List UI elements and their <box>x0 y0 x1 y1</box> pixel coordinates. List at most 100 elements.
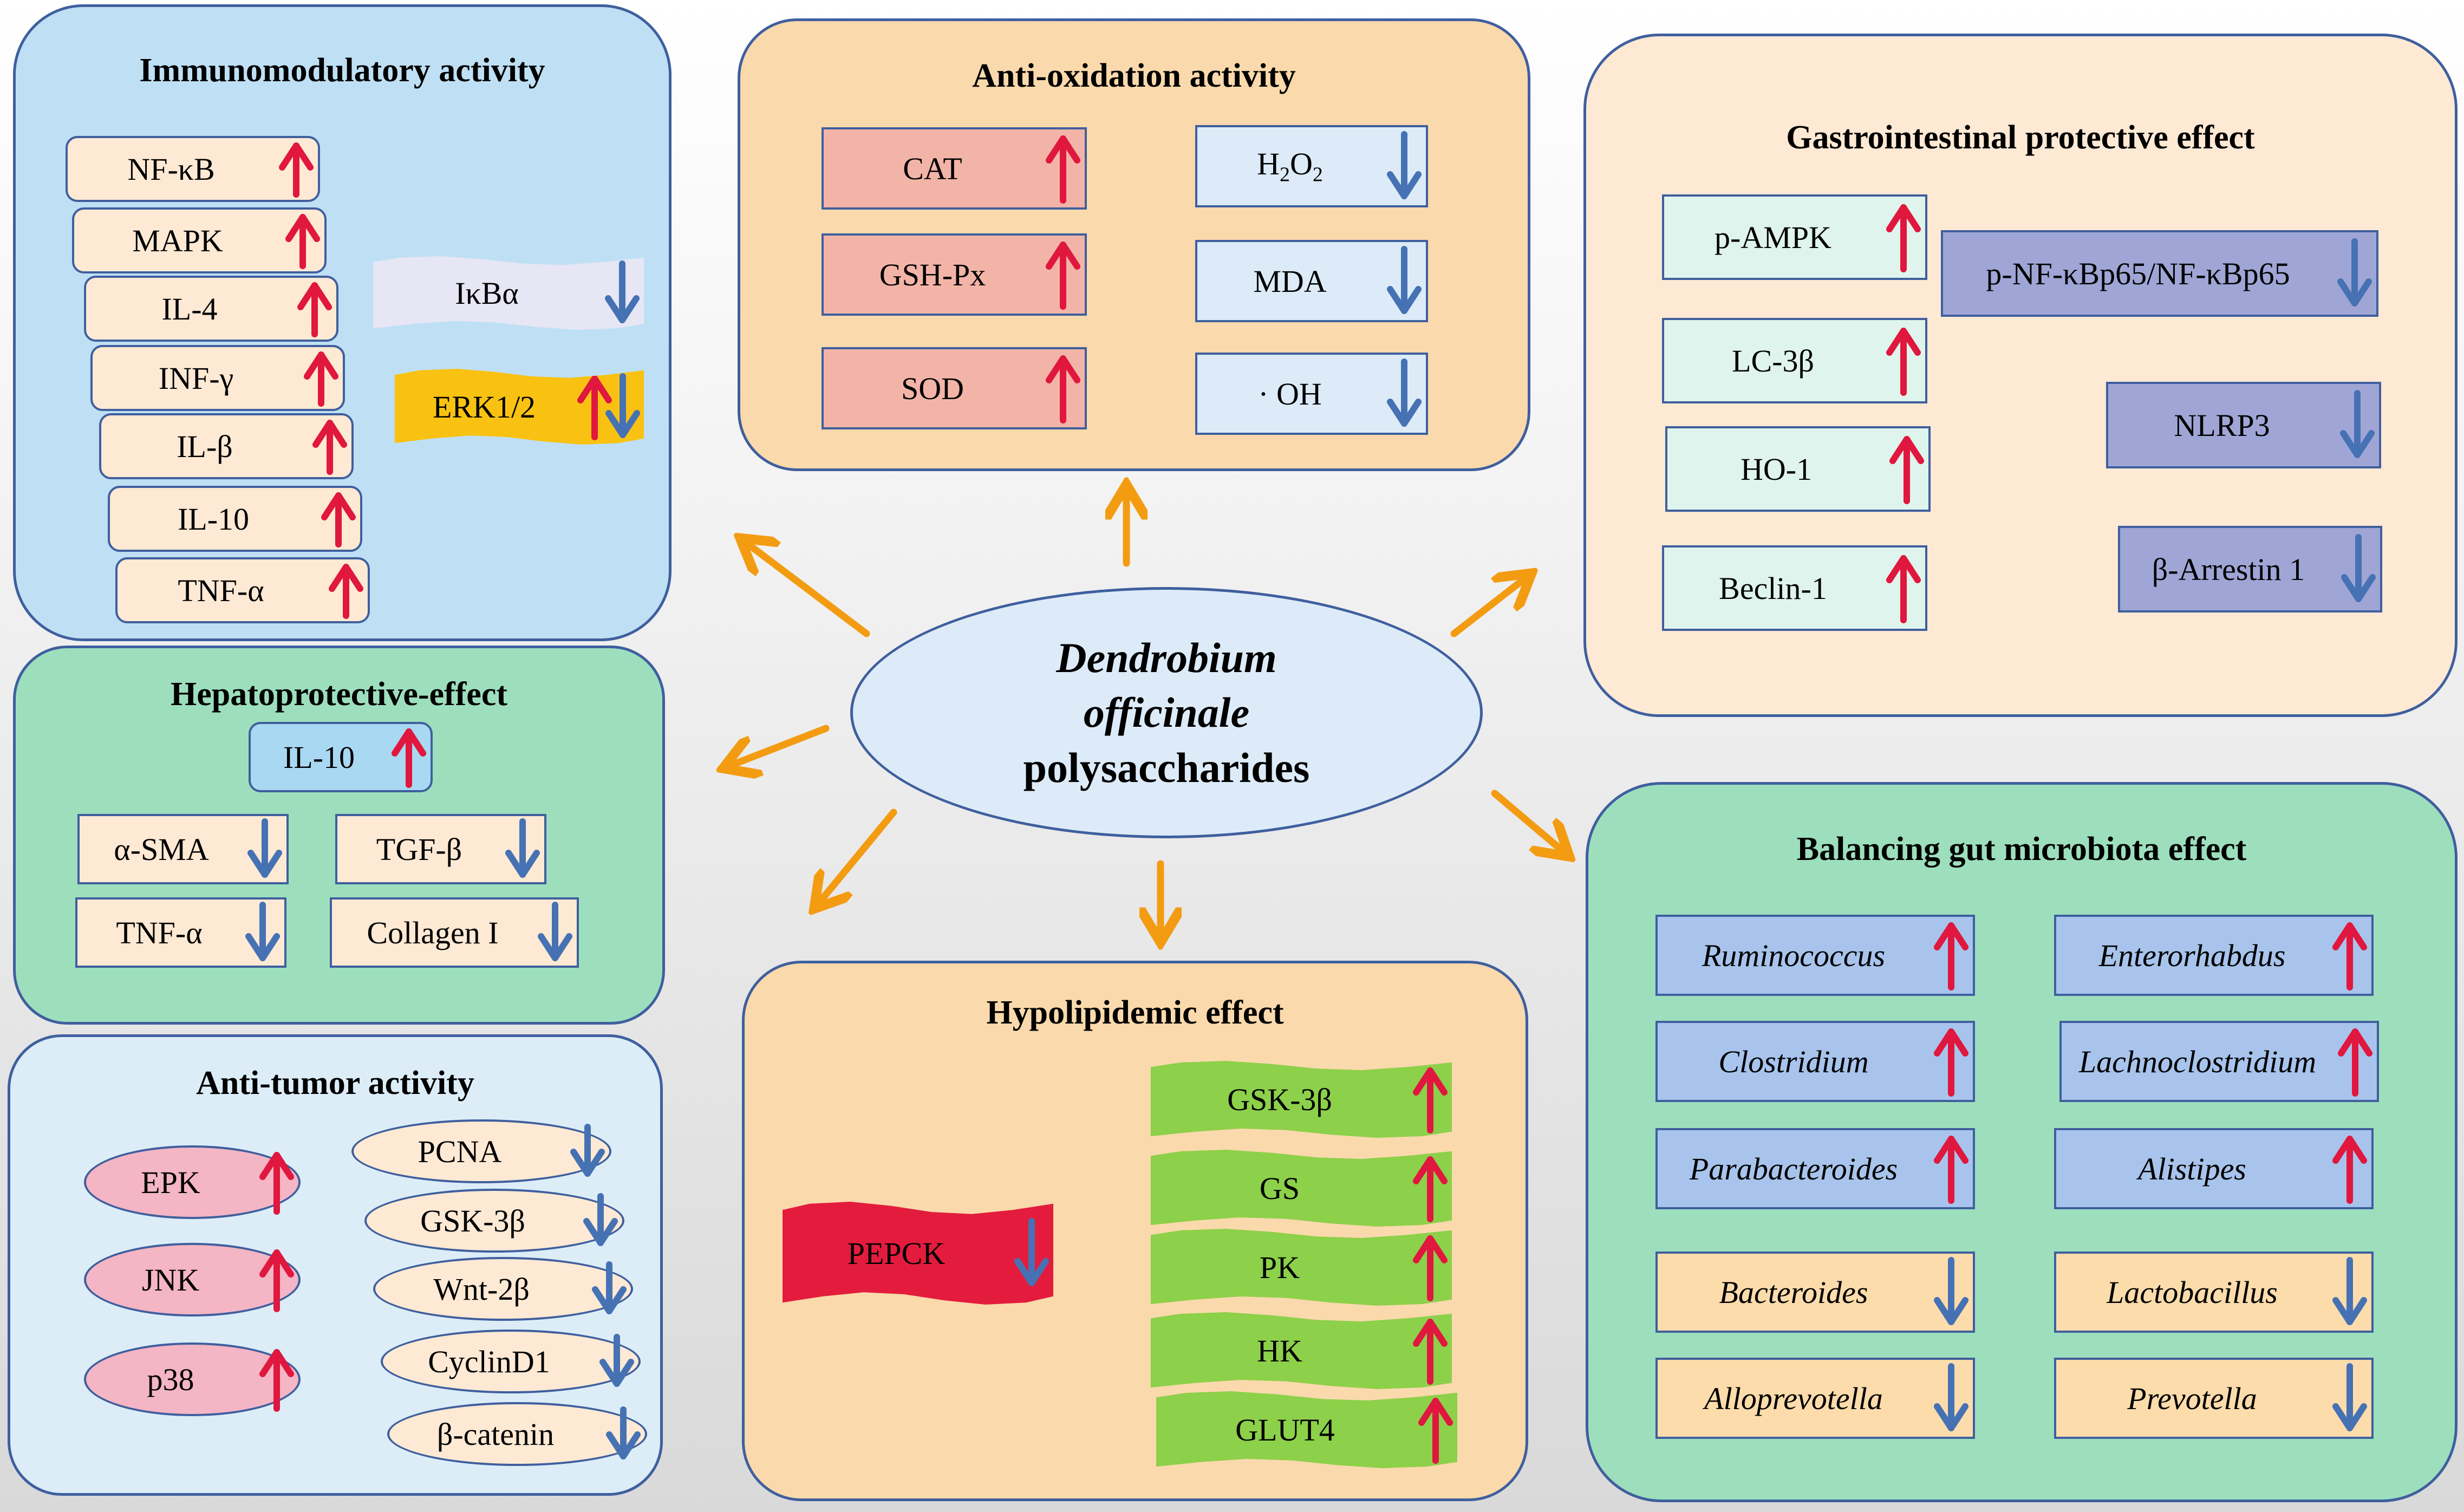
direction-indicator <box>1882 320 1925 401</box>
marker-oval-tumor: JNK <box>84 1243 301 1317</box>
marker-label: IL-10 <box>177 501 250 537</box>
down-arrow-icon <box>2332 1257 2367 1325</box>
down-arrow-icon <box>538 902 572 961</box>
direction-indicator <box>602 1404 645 1464</box>
direction-indicator <box>293 278 336 340</box>
marker-oval-tumor: PCNA <box>351 1119 611 1183</box>
up-arrow-icon <box>1413 1067 1448 1133</box>
direction-indicator <box>255 1345 298 1414</box>
up-arrow-icon <box>1046 242 1080 310</box>
down-arrow-icon <box>1387 359 1422 427</box>
up-arrow-icon <box>1418 1398 1453 1464</box>
marker-box-hypo: GLUT4 <box>1156 1391 1457 1468</box>
up-arrow-icon <box>1886 555 1921 623</box>
marker-box-hepato: α-SMA <box>77 814 289 884</box>
marker-label: IκBα <box>455 275 519 311</box>
up-arrow-icon <box>1413 1156 1448 1222</box>
marker-label: CyclinD1 <box>428 1344 550 1379</box>
dendrobium-polysaccharides-ellipse: Dendrobium officinale polysaccharides <box>850 587 1483 838</box>
down-arrow-icon <box>505 818 540 878</box>
direction-indicator <box>1383 242 1426 320</box>
marker-oval-tumor: Wnt-2β <box>373 1257 633 1321</box>
direction-indicator <box>299 347 343 409</box>
panel-title: Anti-tumor activity <box>196 1065 474 1102</box>
up-arrow-icon <box>2332 922 2367 990</box>
up-arrow-icon <box>329 564 363 619</box>
marker-oval-tumor: CyclinD1 <box>381 1329 641 1393</box>
direction-indicator <box>387 724 431 790</box>
marker-label: GS <box>1259 1170 1300 1206</box>
arrow-to-antitumor <box>818 809 897 904</box>
marker-label: GSH-Px <box>879 257 986 292</box>
marker-box-antiox: · OH <box>1195 353 1428 435</box>
marker-oval-tumor: GSK-3β <box>364 1189 624 1253</box>
marker-box-gut: Ruminococcus <box>1655 915 1975 996</box>
marker-label: HK <box>1257 1333 1302 1368</box>
direction-indicator <box>2328 917 2371 994</box>
up-arrow-icon <box>321 492 356 548</box>
direction-indicator <box>1882 548 1925 629</box>
direction-indicator <box>1930 1130 1973 1207</box>
marker-box-immuno: IL-10 <box>108 486 362 552</box>
marker-label: GLUT4 <box>1235 1412 1335 1448</box>
down-arrow-icon <box>2340 390 2375 458</box>
marker-label: PK <box>1259 1249 1300 1285</box>
up-arrow-icon <box>1413 1319 1448 1385</box>
up-arrow-icon <box>1934 1136 1968 1204</box>
direction-indicator <box>588 1259 631 1319</box>
up-arrow-icon <box>1934 1028 1968 1097</box>
direction-indicator <box>2333 1023 2377 1100</box>
panel-title: Balancing gut microbiota effect <box>1796 831 2247 868</box>
direction-indicator <box>1882 197 1925 278</box>
marker-box-hypo: GSK-3β <box>1151 1061 1452 1138</box>
panel-title: Hepatoprotective-effect <box>171 676 507 713</box>
direction-indicator <box>324 559 368 621</box>
marker-box-gut: Lactobacillus <box>2054 1252 2374 1333</box>
up-arrow-icon <box>1886 328 1921 396</box>
direction-indicator <box>595 1332 638 1391</box>
marker-label: p-AMPK <box>1715 219 1831 255</box>
direction-indicator <box>1930 917 1973 994</box>
direction-indicator <box>573 369 644 445</box>
down-arrow-icon <box>2341 534 2376 602</box>
marker-label: Collagen I <box>367 915 499 950</box>
up-down-arrow-icon <box>577 373 640 440</box>
marker-box-immuno: NF-κB <box>66 136 320 202</box>
marker-box-gut: Parabacteroides <box>1655 1128 1975 1209</box>
down-arrow-icon <box>605 260 640 323</box>
marker-box-gastro: p-NF-κBp65/NF-κBp65 <box>1941 230 2378 317</box>
marker-box-gut: Lachnoclostridium <box>2059 1021 2379 1102</box>
up-arrow-icon <box>1886 204 1921 272</box>
arrow-to-hepatoprotective <box>728 725 830 766</box>
direction-indicator <box>2333 232 2376 315</box>
marker-box-gastro: p-AMPK <box>1662 194 1927 280</box>
direction-indicator <box>1383 127 1426 205</box>
marker-box-hypo: GS <box>1151 1150 1452 1227</box>
marker-label: Parabacteroides <box>1689 1151 1898 1187</box>
direction-indicator <box>1041 129 1085 207</box>
down-arrow-icon <box>247 818 282 878</box>
down-arrow-icon <box>1387 246 1422 314</box>
down-arrow-icon <box>592 1261 627 1314</box>
marker-label: Enterorhabdus <box>2098 937 2286 973</box>
marker-label: α-SMA <box>114 831 209 867</box>
marker-label: p-NF-κBp65/NF-κBp65 <box>1986 256 2290 291</box>
marker-oval-tumor: EPK <box>84 1145 301 1219</box>
direction-indicator <box>1383 355 1426 433</box>
direction-indicator <box>601 256 644 330</box>
marker-label: SOD <box>901 370 964 406</box>
direction-indicator <box>281 210 324 271</box>
marker-box-gut: Alloprevotella <box>1655 1358 1975 1439</box>
down-arrow-icon <box>599 1334 634 1387</box>
up-arrow-icon <box>279 142 314 198</box>
marker-label: EPK <box>141 1164 200 1200</box>
down-arrow-icon <box>2332 1363 2367 1431</box>
marker-box-immuno: TNF-α <box>115 557 370 623</box>
marker-box-gut: Prevotella <box>2054 1358 2374 1439</box>
direction-indicator <box>2328 1130 2371 1207</box>
direction-indicator <box>1010 1202 1053 1305</box>
marker-box-antiox: CAT <box>822 127 1087 210</box>
marker-box-hepato: TGF-β <box>335 814 546 884</box>
